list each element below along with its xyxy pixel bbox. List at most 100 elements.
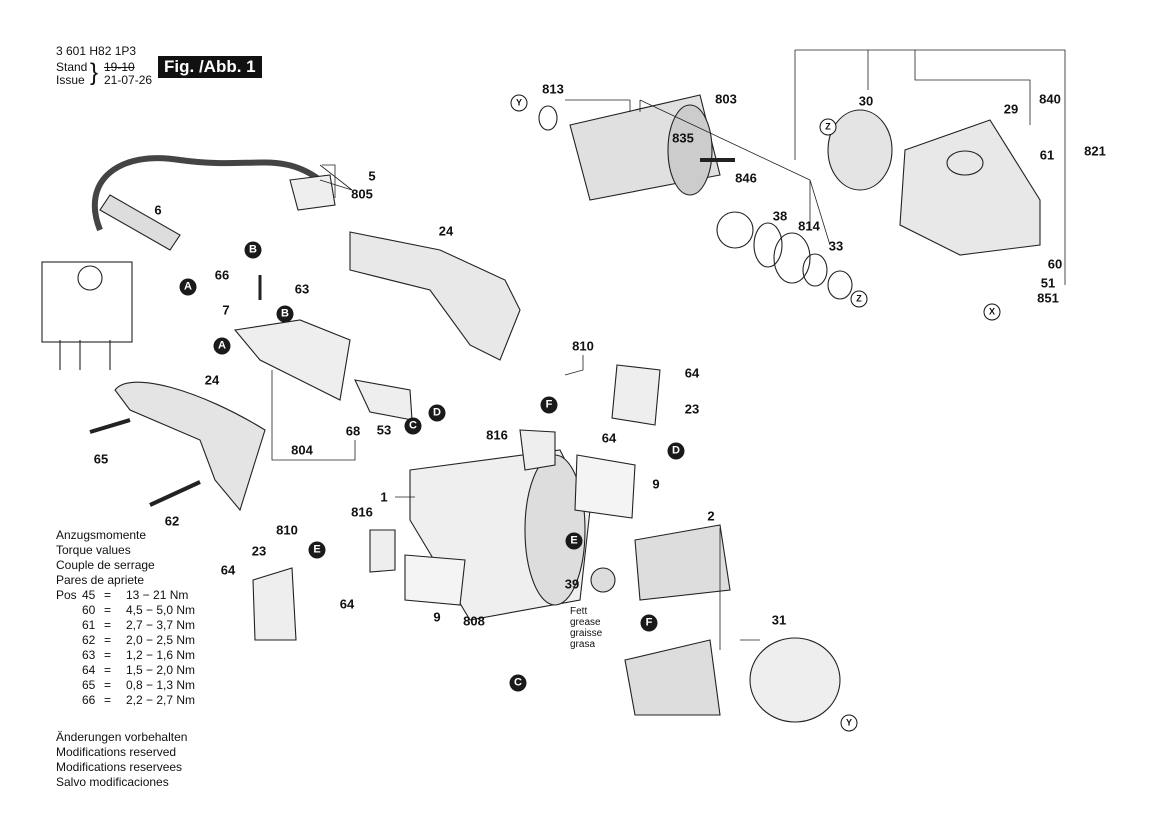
torque-equals: = bbox=[104, 648, 112, 662]
connection-marker: F bbox=[640, 614, 658, 632]
grease-text: grease bbox=[570, 617, 601, 628]
torque-row: 62=2,0 − 2,5 Nm bbox=[56, 633, 216, 648]
part-label: 51 bbox=[1040, 275, 1056, 291]
bevel-gear bbox=[827, 109, 893, 191]
insulator bbox=[574, 454, 636, 519]
torque-pos: 63 bbox=[82, 648, 96, 662]
brush-holder bbox=[519, 429, 556, 471]
part-label: 810 bbox=[572, 338, 594, 354]
part-label: 846 bbox=[735, 170, 757, 186]
part-label: 813 bbox=[542, 81, 564, 97]
bearing bbox=[538, 105, 558, 131]
part-label: 805 bbox=[351, 186, 373, 202]
torque-title: Torque values bbox=[56, 543, 131, 557]
plug bbox=[289, 174, 336, 211]
torque-value: 1,2 − 1,6 Nm bbox=[126, 648, 196, 662]
screw bbox=[149, 480, 201, 507]
torque-equals: = bbox=[104, 618, 112, 632]
part-label: 851 bbox=[1037, 290, 1059, 306]
torque-equals: = bbox=[104, 588, 112, 602]
part-label: 9 bbox=[652, 476, 660, 492]
reference-marker: Z bbox=[850, 290, 868, 308]
torque-value: 1,5 − 2,0 Nm bbox=[126, 663, 196, 677]
reference-marker: Y bbox=[510, 94, 528, 112]
torque-table: Anzugsmomente Torque values Couple de se… bbox=[56, 528, 216, 790]
part-label: 64 bbox=[601, 430, 617, 446]
issue-date: 21-07-26 bbox=[104, 73, 153, 87]
torque-equals: = bbox=[104, 663, 112, 677]
issue-label: Issue bbox=[56, 73, 85, 87]
torque-pos: 64 bbox=[82, 663, 96, 677]
part-label: 66 bbox=[214, 267, 230, 283]
part-label: 6 bbox=[154, 202, 162, 218]
torque-pos: 66 bbox=[82, 693, 96, 707]
handle-half-lower bbox=[114, 381, 266, 512]
part-label: 64 bbox=[339, 596, 355, 612]
torque-row: 63 = 1,2 − 1,6 Nm bbox=[56, 648, 216, 663]
old-date: 19-10 bbox=[104, 60, 135, 74]
grease-text: grasa bbox=[570, 639, 596, 650]
footer-note: Modifications reservees bbox=[56, 760, 183, 774]
wiring-schematic bbox=[41, 261, 133, 343]
part-label: 816 bbox=[351, 504, 373, 520]
switch bbox=[233, 319, 351, 401]
torque-equals: = bbox=[104, 603, 112, 617]
connection-marker: D bbox=[667, 442, 685, 460]
gear-housing bbox=[899, 119, 1041, 256]
torque-row: 65=0,8 − 1,3 Nm bbox=[56, 678, 216, 693]
part-label: 60 bbox=[1047, 256, 1063, 272]
field-coil bbox=[634, 524, 731, 601]
torque-value: 2,2 − 2,7 Nm bbox=[126, 693, 196, 707]
grease-text: graisse bbox=[570, 628, 603, 639]
part-label: 804 bbox=[291, 442, 313, 458]
end-cap bbox=[749, 637, 841, 723]
part-label: 835 bbox=[672, 130, 694, 146]
brush-holder bbox=[369, 529, 396, 573]
footer-note: Salvo modificaciones bbox=[56, 775, 169, 789]
part-label: 62 bbox=[164, 513, 180, 529]
document-number: 3 601 H82 1P3 bbox=[56, 44, 137, 58]
part-label: 33 bbox=[828, 238, 844, 254]
screw bbox=[89, 418, 131, 434]
connection-marker: C bbox=[509, 674, 527, 692]
part-label: 23 bbox=[684, 401, 700, 417]
torque-pos: 61 bbox=[82, 618, 96, 632]
torque-row: 61 = 2,7 − 3,7 Nm bbox=[56, 618, 216, 633]
part-label: 64 bbox=[220, 562, 236, 578]
field-coil bbox=[624, 639, 721, 716]
part-label: 24 bbox=[204, 372, 220, 388]
torque-equals: = bbox=[104, 678, 112, 692]
part-label: 808 bbox=[463, 613, 485, 629]
part-label: 5 bbox=[368, 168, 376, 184]
connection-marker: E bbox=[308, 541, 326, 559]
connection-marker: E bbox=[565, 532, 583, 550]
part-label: 53 bbox=[376, 422, 392, 438]
grease-note: Fett grease graisse grasa bbox=[570, 606, 602, 650]
torque-title: Pares de apriete bbox=[56, 573, 145, 587]
torque-pos: 65 bbox=[82, 678, 96, 692]
part-label: 821 bbox=[1084, 143, 1106, 159]
torque-row: 64 = 1,5 − 2,0 Nm bbox=[56, 663, 216, 678]
torque-value: 2,7 − 3,7 Nm bbox=[126, 618, 196, 632]
handle-half bbox=[349, 231, 521, 361]
torque-pos: 62 bbox=[82, 633, 96, 647]
part-label: 38 bbox=[772, 208, 788, 224]
power-cord bbox=[91, 155, 322, 232]
part-label: 39 bbox=[564, 576, 580, 592]
pos-label: Pos bbox=[56, 588, 77, 602]
stand-label: Stand bbox=[56, 60, 88, 74]
grease-text: Fett bbox=[570, 606, 588, 617]
torque-title: Anzugsmomente bbox=[56, 528, 147, 542]
part-label: 1 bbox=[380, 489, 388, 505]
part-label: 810 bbox=[276, 522, 298, 538]
figure-label: Fig. /Abb. 1 bbox=[158, 56, 262, 78]
part-label: 29 bbox=[1003, 101, 1019, 117]
torque-pos: 60 bbox=[82, 603, 96, 617]
part-label: 61 bbox=[1039, 147, 1055, 163]
connection-marker: A bbox=[213, 337, 231, 355]
part-label: 64 bbox=[684, 365, 700, 381]
connection-marker: C bbox=[404, 417, 422, 435]
torque-pos: 45 bbox=[82, 588, 96, 602]
